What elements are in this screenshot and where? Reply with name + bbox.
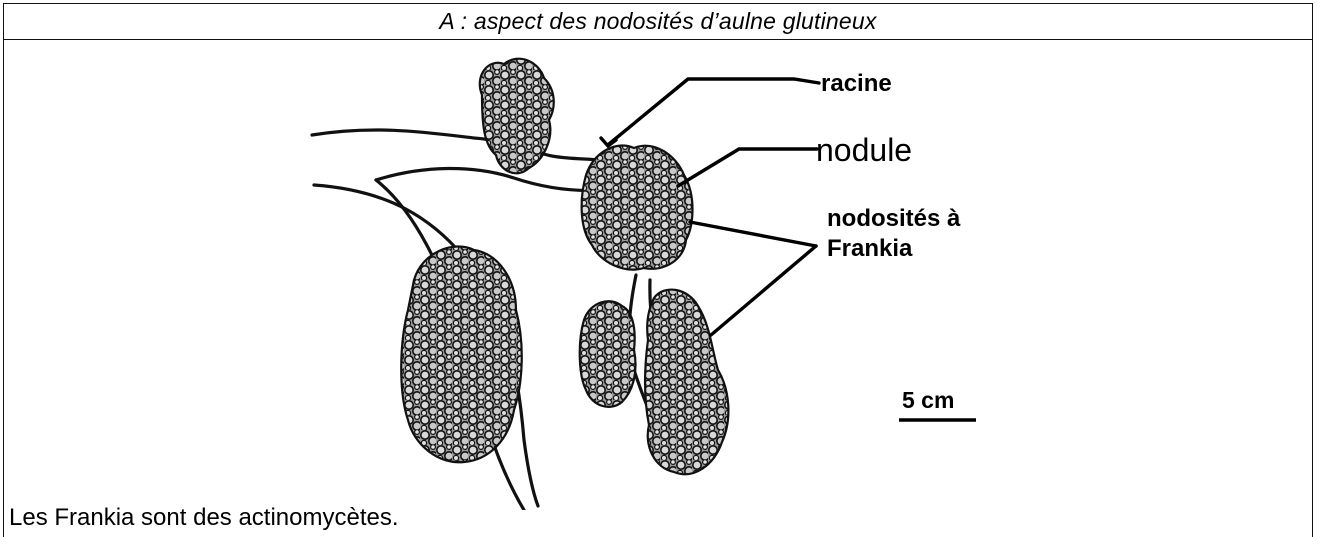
leader-racine <box>609 79 819 144</box>
figure-frame: A : aspect des nodosités d’aulne glutine… <box>3 3 1313 537</box>
label-racine: racine <box>821 70 892 97</box>
leader-nodosites-lower <box>711 246 816 335</box>
figure-title: A : aspect des nodosités d’aulne glutine… <box>439 8 876 35</box>
label-nodule: nodule <box>816 132 912 168</box>
nodule-center <box>582 146 693 270</box>
nodule-top <box>480 59 554 174</box>
nodule-lower-left <box>580 301 636 407</box>
title-bar: A : aspect des nodosités d’aulne glutine… <box>4 4 1312 40</box>
nodule-clusters <box>401 59 728 474</box>
figure-caption: Les Frankia sont des actinomycètes. <box>9 504 399 532</box>
leader-nodosites-upper <box>690 222 816 246</box>
label-nodosites-line2: Frankia <box>827 235 913 262</box>
nodule-lower-right <box>645 290 728 475</box>
nodule-left <box>401 247 522 463</box>
alder-root-nodule-drawing: racine nodule nodosités à Frankia 5 cm <box>4 40 1314 510</box>
leader-nodule <box>678 149 817 186</box>
scale-label: 5 cm <box>902 387 954 413</box>
label-nodosites-line1: nodosités à <box>827 205 961 232</box>
